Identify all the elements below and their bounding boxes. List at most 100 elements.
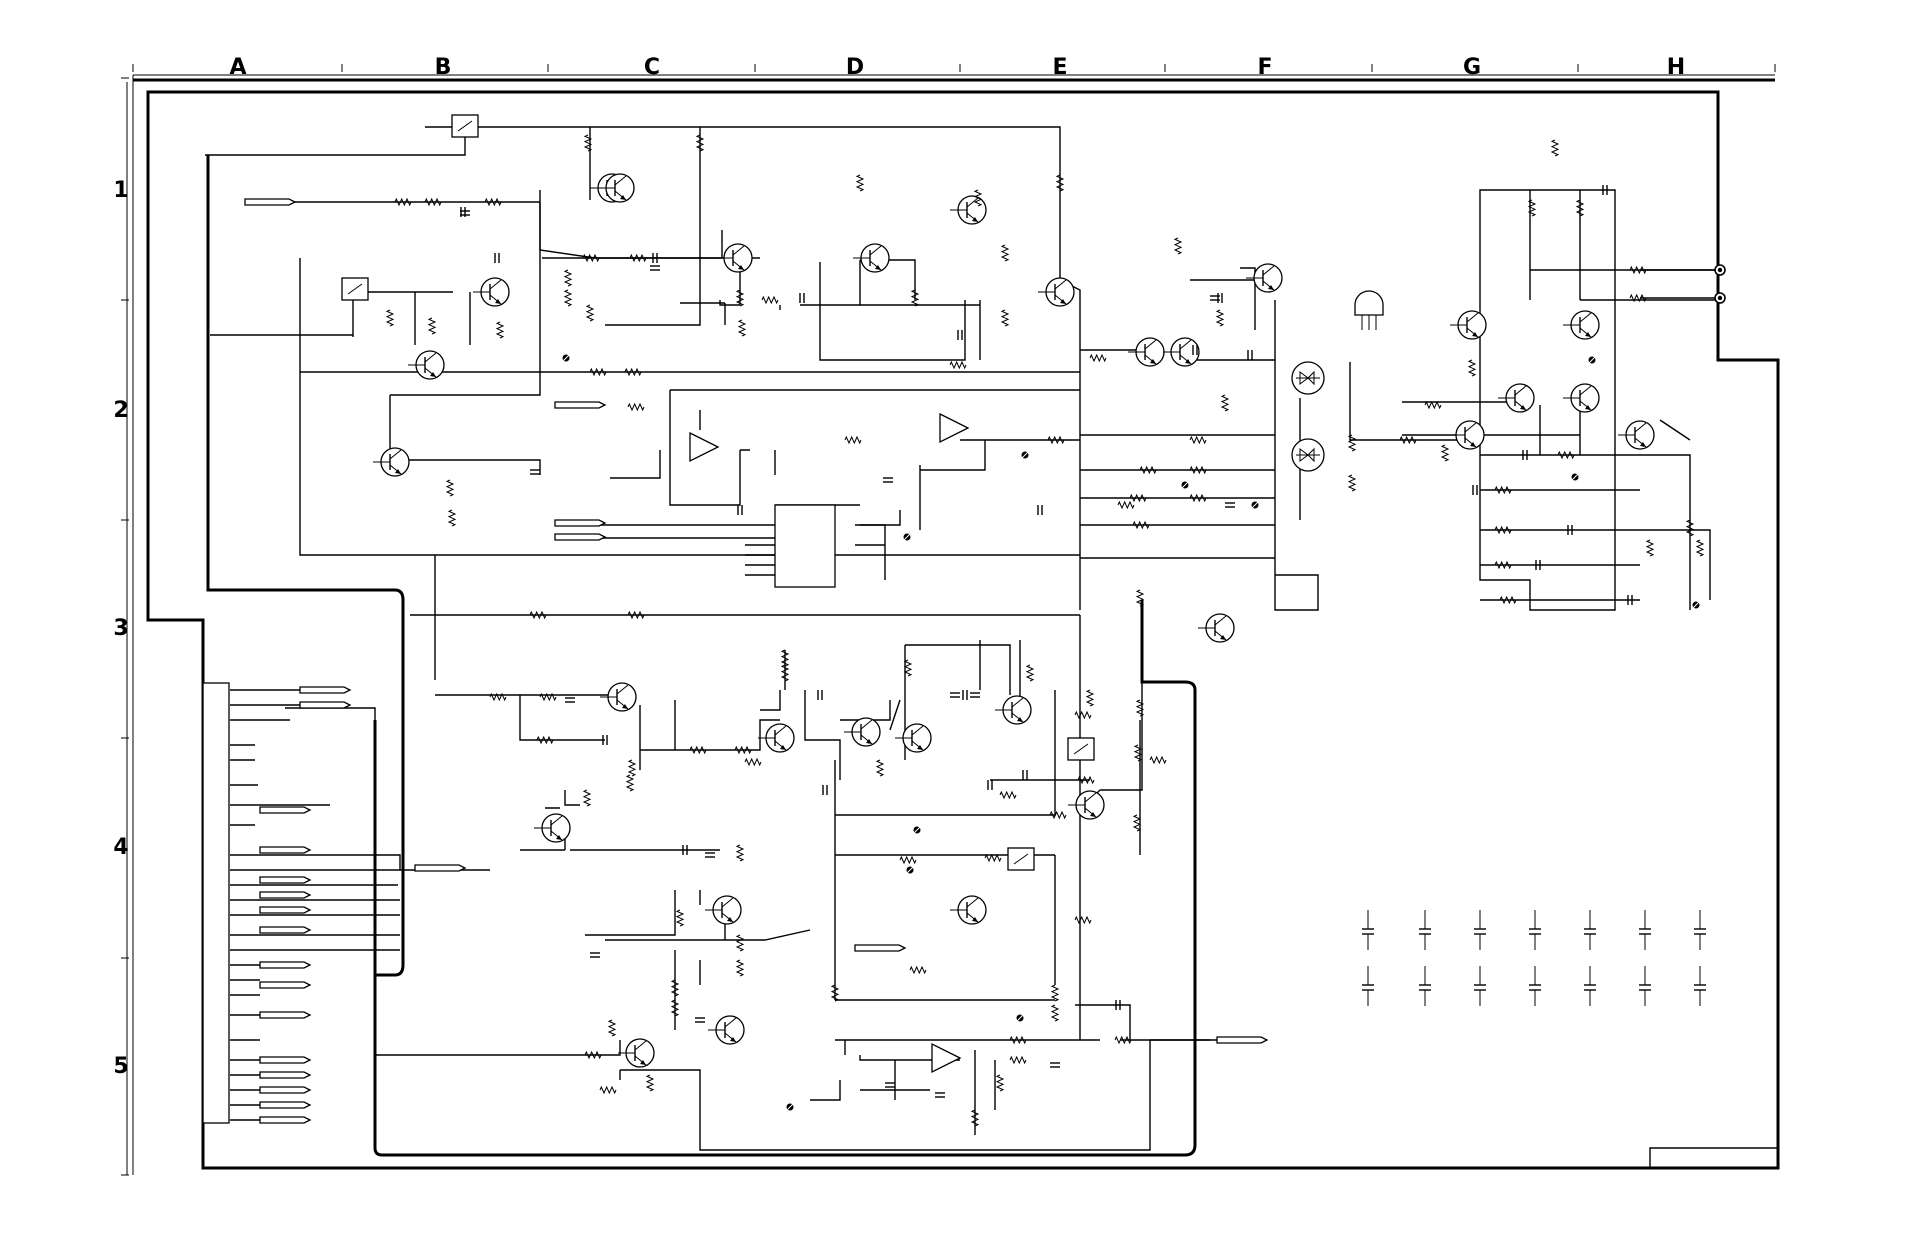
arrow-connector-icon[interactable] <box>260 1057 310 1063</box>
arrow-connector-icon[interactable] <box>260 847 310 853</box>
integrated-circuit <box>775 505 835 587</box>
resistor-icon <box>1425 402 1441 408</box>
arrow-connector-icon[interactable] <box>260 1012 310 1018</box>
wiring <box>205 127 1720 1150</box>
relay-switch-icon[interactable] <box>1068 738 1094 760</box>
row-label-5: 5 <box>113 1054 128 1079</box>
relay-switch-icon[interactable] <box>1008 848 1034 870</box>
transistor-icon[interactable] <box>1068 791 1104 819</box>
arrow-connector-icon[interactable] <box>260 982 310 988</box>
trimmer-marker-icon[interactable] <box>1252 502 1259 509</box>
capacitor-icon <box>823 785 827 795</box>
col-label-b: B <box>435 55 452 80</box>
arrow-connector-icon[interactable] <box>260 877 310 883</box>
trimmer-marker-icon[interactable] <box>914 827 921 834</box>
arrow-connector-icon[interactable] <box>415 865 465 871</box>
arrow-connector-icon[interactable] <box>300 687 350 693</box>
capacitor-icon <box>1639 910 1651 950</box>
capacitor-icon <box>738 505 742 515</box>
arrow-connector-icon[interactable] <box>260 892 310 898</box>
trimmer-marker-icon[interactable] <box>1017 1015 1024 1022</box>
capacitor-icon <box>1694 966 1706 1006</box>
transistor-icon[interactable] <box>853 244 889 272</box>
trimmer-marker-icon[interactable] <box>787 1104 794 1111</box>
resistor-icon <box>1000 792 1016 798</box>
resistor-icon <box>1002 245 1008 261</box>
arrow-connector-icon[interactable] <box>260 1117 310 1123</box>
relay-switch-icon[interactable] <box>342 278 368 300</box>
transistor-icon[interactable] <box>1448 421 1484 449</box>
transistor-icon[interactable] <box>895 724 931 752</box>
transistor-icon[interactable] <box>1128 338 1164 366</box>
trimmer-marker-icon[interactable] <box>1693 602 1700 609</box>
transistor-icon[interactable] <box>1618 421 1654 449</box>
resistor-icon <box>1495 527 1511 533</box>
capacitor-icon <box>1639 966 1651 1006</box>
transistor-icon[interactable] <box>408 351 444 379</box>
resistor-icon <box>737 935 743 951</box>
resistor-icon <box>425 199 441 205</box>
capacitor-icon <box>650 266 660 270</box>
trimmer-marker-icon[interactable] <box>904 534 911 541</box>
arrow-connector-icon[interactable] <box>855 945 905 951</box>
arrow-connector-icon[interactable] <box>1217 1037 1267 1043</box>
resistor-icon <box>429 318 435 334</box>
arrow-connector-icon[interactable] <box>260 927 310 933</box>
capacitor-icon <box>885 1083 895 1087</box>
arrow-connector-icon[interactable] <box>555 520 605 526</box>
arrow-connector-icon[interactable] <box>260 1102 310 1108</box>
resistor-icon <box>900 857 916 863</box>
resistor-icon <box>832 985 838 1001</box>
transistor-icon[interactable] <box>950 896 986 924</box>
capacitor-icon <box>970 693 980 697</box>
transistor-icon[interactable] <box>844 718 880 746</box>
trimmer-marker-icon[interactable] <box>563 355 570 362</box>
resistor-icon <box>1495 487 1511 493</box>
resistor-icon <box>1140 467 1156 473</box>
trimmer-marker-icon[interactable] <box>907 867 914 874</box>
arrow-connector-icon[interactable] <box>260 907 310 913</box>
transistor-icon[interactable] <box>708 1016 744 1044</box>
trimmer-marker-icon[interactable] <box>1572 474 1579 481</box>
arrow-connector-icon[interactable] <box>260 1087 310 1093</box>
arrow-connector-icon[interactable] <box>300 702 350 708</box>
transistor-icon[interactable] <box>705 896 741 924</box>
transistor-icon[interactable] <box>373 448 409 476</box>
resistor-icon <box>1090 355 1106 361</box>
arrow-connector-icon[interactable] <box>555 402 605 408</box>
arrow-connector-icon[interactable] <box>260 807 310 813</box>
capacitor-icon <box>1225 503 1235 507</box>
transistor-icon[interactable] <box>995 696 1031 724</box>
transistor-icon[interactable] <box>1563 384 1599 412</box>
resistor-icon <box>1400 437 1416 443</box>
transistor-icon[interactable] <box>618 1039 654 1067</box>
resistor-icon <box>672 980 678 996</box>
row-label-4: 4 <box>113 835 128 860</box>
arrow-connector-icon[interactable] <box>245 199 295 205</box>
trimmer-marker-icon[interactable] <box>1182 482 1189 489</box>
transistor-icon[interactable] <box>758 724 794 752</box>
trimmer-marker-icon[interactable] <box>1022 452 1029 459</box>
transistor-icon[interactable] <box>1198 614 1234 642</box>
col-label-h: H <box>1667 55 1685 80</box>
resistor-icon <box>672 1000 678 1016</box>
arrow-connector-icon[interactable] <box>260 1072 310 1078</box>
transistor-icon[interactable] <box>600 683 636 711</box>
transistor-icon[interactable] <box>1563 311 1599 339</box>
trimmer-marker-icon[interactable] <box>1589 357 1596 364</box>
row-label-2: 2 <box>113 398 128 423</box>
col-label-d: D <box>846 55 864 80</box>
arrow-connector-icon[interactable] <box>260 962 310 968</box>
transistor-icon[interactable] <box>1450 311 1486 339</box>
transistor-icon[interactable] <box>1498 384 1534 412</box>
relay-switch-icon[interactable] <box>452 115 478 137</box>
arrow-connector-icon[interactable] <box>555 534 605 540</box>
resistor-icon <box>587 305 593 321</box>
transistor-icon[interactable] <box>473 278 509 306</box>
transistor-icon[interactable] <box>534 814 570 842</box>
transistor-icon[interactable] <box>1038 278 1074 306</box>
capacitor-icon <box>1584 966 1596 1006</box>
resistor-icon <box>585 1052 601 1058</box>
resistor-icon <box>627 775 633 791</box>
transistor-icon[interactable] <box>950 196 986 224</box>
